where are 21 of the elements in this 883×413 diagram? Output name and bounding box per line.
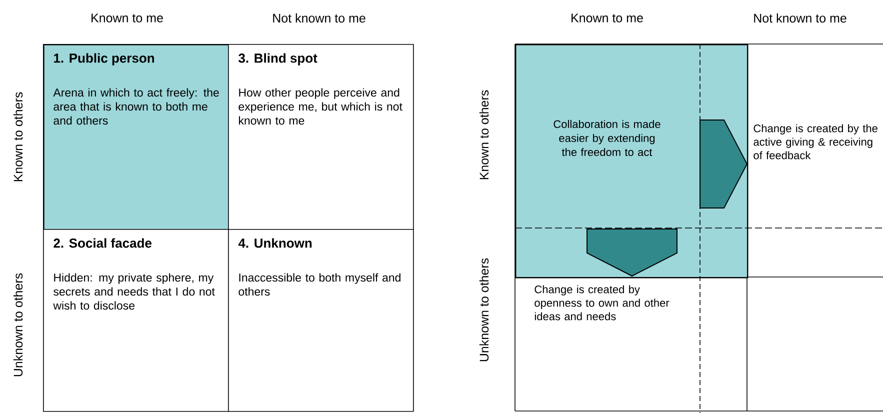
quadrant-box — [43, 44, 230, 230]
quadrant-box — [228, 229, 414, 412]
column-header: Not known to me — [754, 13, 846, 23]
column-header: Known to me — [92, 14, 163, 22]
quadrant-heading: 2. Social facade — [54, 238, 152, 248]
quadrant-text: How other people perceive and experience me, but which is not known to me — [238, 88, 402, 125]
arena-text: Collaboration is made easier by extending the freedom to act — [554, 120, 660, 156]
column-header: Known to me — [572, 14, 643, 22]
quadrant-text: Inaccessible to both myself and others — [238, 273, 400, 296]
quadrant-text: Hidden: my private sphere, my secrets and needs that I do not wish to disclose — [53, 273, 215, 310]
quadrant-box — [228, 44, 414, 230]
quadrant-box — [43, 229, 229, 412]
row-header: Known to others — [13, 92, 23, 182]
row-header: Known to others — [479, 90, 489, 180]
quadrant-heading: 1. Public person — [54, 53, 154, 66]
quadrant-heading: 4. Unknown — [238, 238, 312, 248]
column-header: Not known to me — [273, 13, 366, 23]
row-header: Unknown to others — [479, 258, 489, 362]
quadrant-heading: 3. Blind spot — [238, 53, 318, 66]
row-header: Unknown to others — [13, 273, 23, 376]
quadrant-text: Arena in which to act freely: the area that is known to both me and others — [53, 88, 219, 125]
